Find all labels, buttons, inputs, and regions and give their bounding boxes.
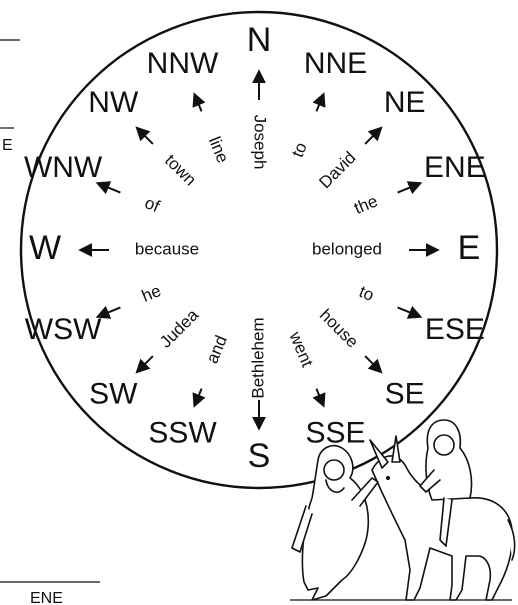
direction-label-n: N [247,21,272,59]
direction-label-wsw: WSW [25,313,102,346]
spoke-word-n: Joseph [251,115,270,170]
direction-label-nnw: NNW [147,47,219,80]
direction-label-s: S [248,437,271,475]
spoke-word-e: belonged [312,239,382,258]
direction-label-w: W [29,229,61,267]
direction-label-nw: NW [88,86,139,119]
direction-label-sw: SW [89,378,138,411]
direction-label-se: SE [385,378,425,411]
direction-label-wnw: WNW [24,151,103,184]
direction-label-nne: NNE [304,47,367,80]
direction-label-sse: SSE [305,417,365,450]
bottom-edge-fragment: ENE [30,590,63,605]
direction-label-ne: NE [384,86,426,119]
left-edge-fragment: E [2,137,13,154]
spoke-word-w: because [135,239,199,258]
direction-label-e: E [458,229,481,267]
direction-label-ese: ESE [425,313,485,346]
direction-label-ssw: SSW [148,417,217,450]
direction-label-ene: ENE [424,151,486,184]
spoke-word-s: Bethlehem [248,317,267,398]
